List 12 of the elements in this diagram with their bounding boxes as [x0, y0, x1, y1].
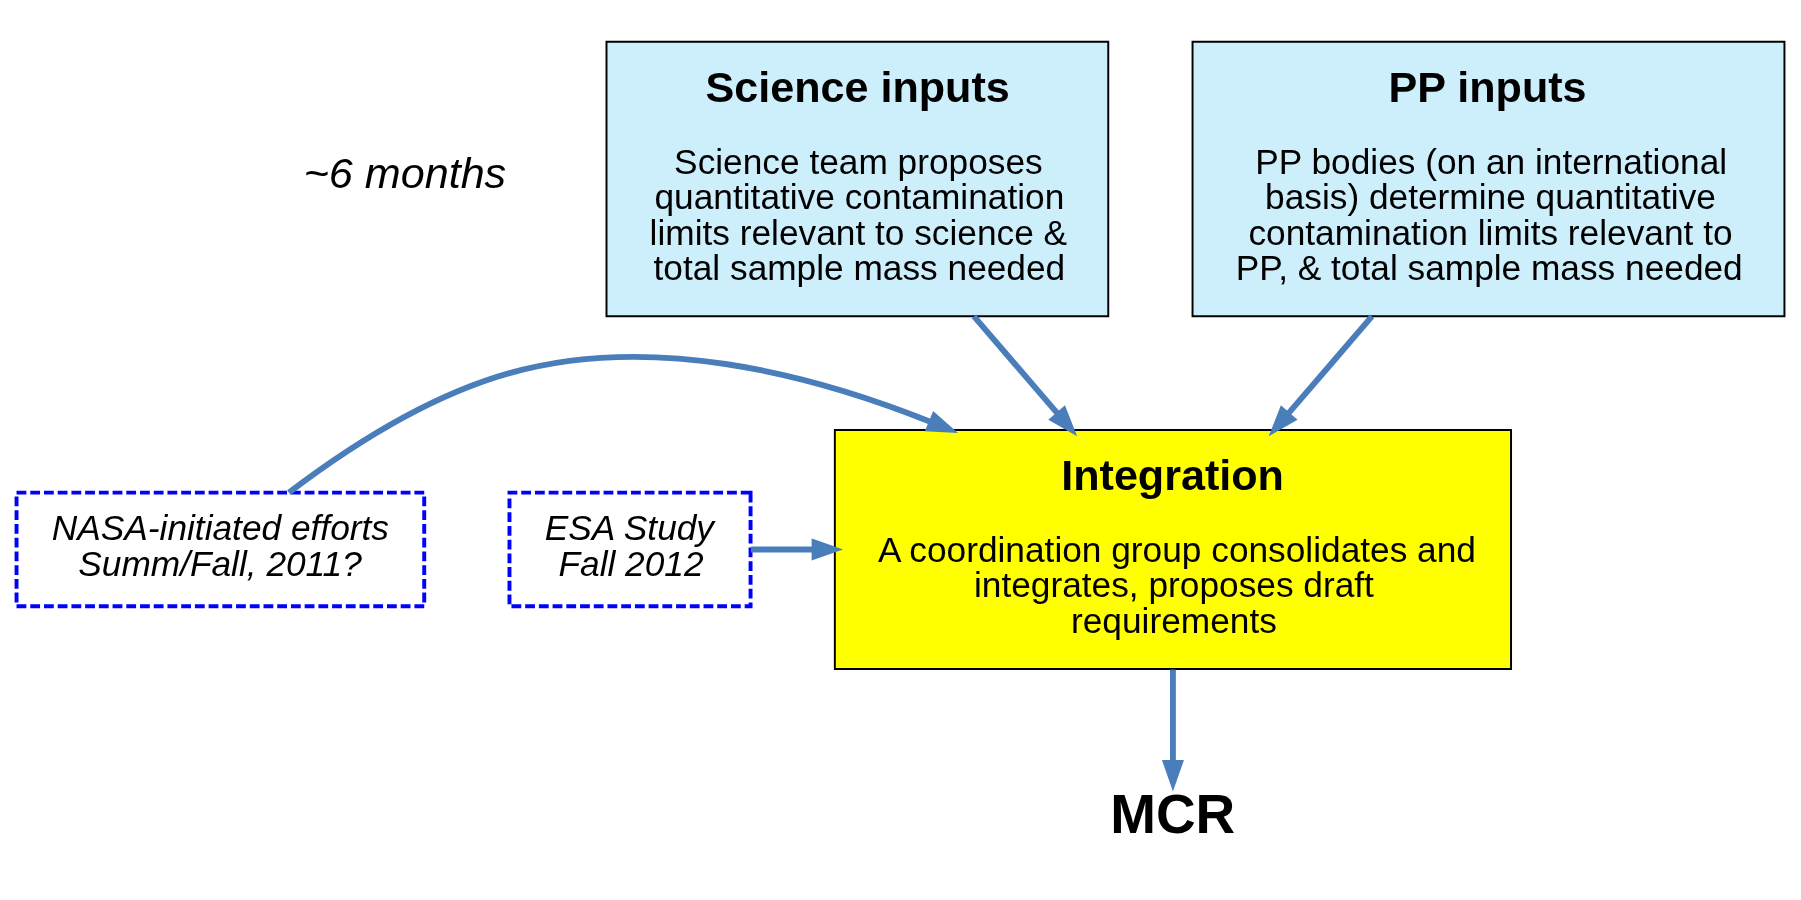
arrow	[1161, 669, 1184, 791]
label: ~6 months	[303, 148, 507, 197]
node-box: NASA-initiated efforts Summ/Fall, 2011?	[14, 490, 427, 608]
node-box: PP inputs PP bodies (on an international basis) determine quantitative contamination limits relevant to PP, & total sample mass needed	[1191, 40, 1786, 317]
node-box: ESA Study Fall 2012	[507, 490, 753, 608]
node-box: Science inputs Science team proposes quantitative contamination limits relevant to science & total sample mass needed	[605, 40, 1110, 317]
node-text: MCR	[1110, 782, 1236, 844]
arrow	[287, 353, 959, 495]
node-box: Integration A coordination group consolidates and integrates, proposes draft requirements	[833, 428, 1512, 670]
arrow	[750, 537, 844, 560]
arrow	[1268, 314, 1375, 436]
arrow	[971, 314, 1078, 436]
